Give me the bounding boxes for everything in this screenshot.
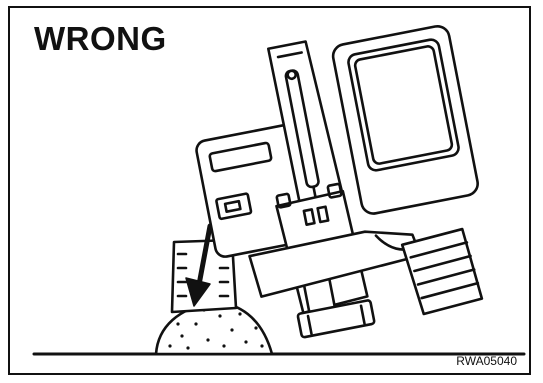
excavator-illustration — [10, 8, 529, 373]
figure-frame: WRONG RWA05040 — [8, 6, 531, 375]
